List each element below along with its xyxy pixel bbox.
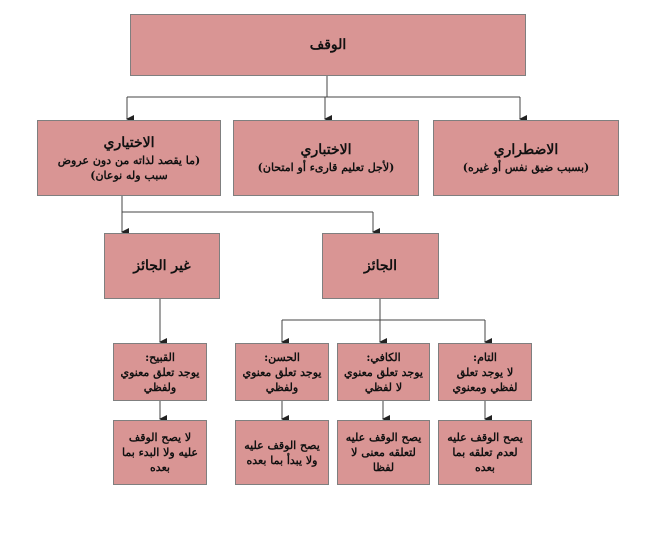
subtype-rule: لا يصح الوقف عليه ولا البدء بما بعده bbox=[122, 431, 198, 474]
type-box-ikhtibari: الاختباري (لأجل تعليم قارىء أو امتحان) bbox=[233, 120, 419, 196]
subtype-name: القبيح: bbox=[145, 350, 175, 364]
subtype-desc: يوجد تعلق معنوي لا لفظي bbox=[344, 365, 423, 394]
kind-title: الجائز bbox=[363, 257, 398, 274]
subtype-name: الحسن: bbox=[264, 350, 300, 364]
root-title: الوقف bbox=[309, 36, 347, 53]
type-title: الاختباري bbox=[300, 142, 352, 158]
subtype-box-kafi: الكافي:يوجد تعلق معنوي لا لفظي bbox=[337, 343, 430, 401]
type-title: الاضطراري bbox=[493, 142, 559, 158]
subtype-desc: لا يوجد تعلق لفظي ومعنوي bbox=[452, 365, 518, 394]
root-box: الوقف bbox=[130, 14, 526, 76]
type-desc: (بسبب ضيق نفس أو غيره) bbox=[462, 161, 590, 174]
subtype-desc: يوجد تعلق معنوي ولفظي bbox=[120, 365, 200, 394]
type-desc: (ما يقصد لذاته من دون عروض سبب وله نوعان… bbox=[57, 153, 201, 182]
connector bbox=[127, 75, 520, 98]
rule-box-kafi: يصح الوقف عليه لتعلقه معنى لا لفظا bbox=[337, 420, 430, 485]
subtype-box-hasan: الحسن:يوجد تعلق معنوي ولفظي bbox=[235, 343, 329, 401]
type-title: الاختياري bbox=[103, 134, 155, 151]
rule-box-hasan: يصح الوقف عليه ولا يبدأ بما بعده bbox=[235, 420, 329, 485]
rule-box-tamm: يصح الوقف عليه لعدم تعلقه بما بعده bbox=[438, 420, 532, 485]
subtype-box-tamm: التام:لا يوجد تعلق لفظي ومعنوي bbox=[438, 343, 532, 401]
subtype-name: التام: bbox=[473, 350, 497, 364]
type-desc: (لأجل تعليم قارىء أو امتحان) bbox=[257, 161, 395, 174]
subtype-rule: يصح الوقف عليه ولا يبدأ بما بعده bbox=[244, 438, 320, 467]
rule-box-qabih: لا يصح الوقف عليه ولا البدء بما بعده bbox=[113, 420, 207, 485]
not-permitted-box: غير الجائز bbox=[104, 233, 220, 299]
subtype-name: الكافي: bbox=[366, 350, 401, 364]
subtype-rule: يصح الوقف عليه لتعلقه معنى لا لفظا bbox=[345, 431, 422, 474]
type-box-idtirari: الاضطراري (بسبب ضيق نفس أو غيره) bbox=[433, 120, 619, 196]
kind-title: غير الجائز bbox=[133, 257, 191, 274]
type-box-ikhtiyari: الاختياري (ما يقصد لذاته من دون عروض سبب … bbox=[37, 120, 221, 196]
subtype-desc: يوجد تعلق معنوي ولفظي bbox=[242, 365, 322, 394]
permitted-box: الجائز bbox=[322, 233, 439, 299]
subtype-rule: يصح الوقف عليه لعدم تعلقه بما بعده bbox=[447, 431, 523, 474]
subtype-box-qabih: القبيح:يوجد تعلق معنوي ولفظي bbox=[113, 343, 207, 401]
